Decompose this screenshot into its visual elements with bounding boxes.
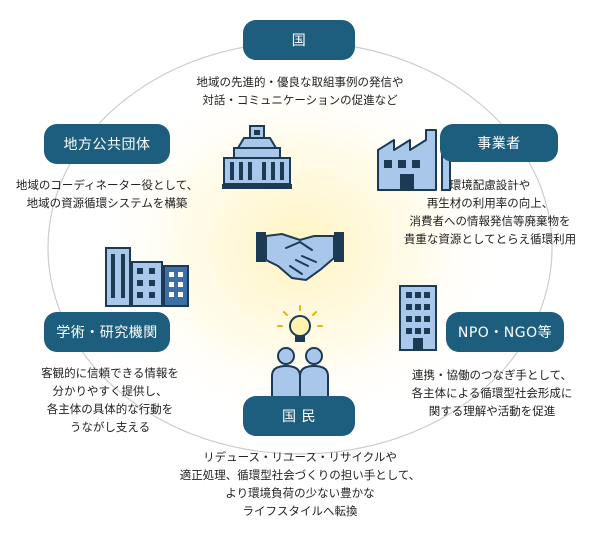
desc-line: 各主体の具体的な行動を: [46, 402, 174, 416]
desc-line: より環境負荷の少ない豊かな: [225, 486, 375, 500]
node-kokumin-label: 国 民: [243, 396, 355, 436]
desc-line: 環境配慮設計や: [449, 178, 531, 192]
desc-line: 分かりやすく提供し、: [52, 384, 168, 398]
handshake-icon: [256, 232, 344, 282]
node-gakujutsu-description: 客観的に信頼できる情報を 分かりやすく提供し、 各主体の具体的な行動を うながし…: [20, 364, 200, 436]
desc-line: 関する理解や活動を促進: [428, 404, 556, 418]
desc-line: 貴重な資源としてとらえ循環利用: [403, 232, 577, 246]
people-idea-icon: [271, 305, 329, 399]
node-chihou-label: 地方公共団体: [44, 124, 170, 164]
node-jigyousha-label: 事業者: [440, 124, 558, 162]
factory-icon: [377, 129, 451, 191]
desc-line: 適正処理、循環型社会づくりの担い手として、: [179, 468, 421, 482]
node-npo-description: 連携・協働のつなぎ手として、 各主体による循環型社会形成に 関する理解や活動を促…: [392, 366, 592, 420]
city-hall-icon: [222, 125, 292, 189]
desc-line: 再生材の利用率の向上、: [426, 196, 554, 210]
desc-line: 消費者への情報発信等廃棄物を: [409, 214, 571, 228]
node-kokumin-description: リデュース・リユース・リサイクルや 適正処理、循環型社会づくりの担い手として、 …: [150, 448, 450, 520]
desc-line: 各主体による循環型社会形成に: [411, 386, 573, 400]
node-jigyousha-description: 環境配慮設計や 再生材の利用率の向上、 消費者への情報発信等廃棄物を 貴重な資源…: [380, 176, 600, 248]
node-npo-label: NPO・NGO等: [446, 312, 564, 352]
desc-line: 地域の先進的・優良な取組事例の発信や: [196, 75, 404, 89]
node-chihou-description: 地域のコーディネーター役として、 地域の資源循環システムを構築: [2, 176, 212, 212]
desc-line: 連携・協働のつなぎ手として、: [411, 368, 573, 382]
desc-line: 対話・コミュニケーションの促進など: [202, 93, 398, 107]
desc-line: 地域のコーディネーター役として、: [15, 178, 199, 192]
node-gakujutsu-label: 学術・研究機関: [44, 312, 170, 352]
research-buildings-icon: [105, 247, 189, 307]
desc-line: うながし支える: [69, 420, 151, 434]
node-kuni-description: 地域の先進的・優良な取組事例の発信や 対話・コミュニケーションの促進など: [150, 73, 450, 109]
desc-line: リデュース・リユース・リサイクルや: [203, 450, 397, 464]
desc-line: 地域の資源循環システムを構築: [26, 196, 188, 210]
desc-line: 客観的に信頼できる情報を: [41, 366, 179, 380]
desc-line: ライフスタイルへ転換: [242, 504, 358, 518]
office-building-icon: [399, 285, 437, 351]
node-kuni-label: 国: [243, 20, 355, 60]
